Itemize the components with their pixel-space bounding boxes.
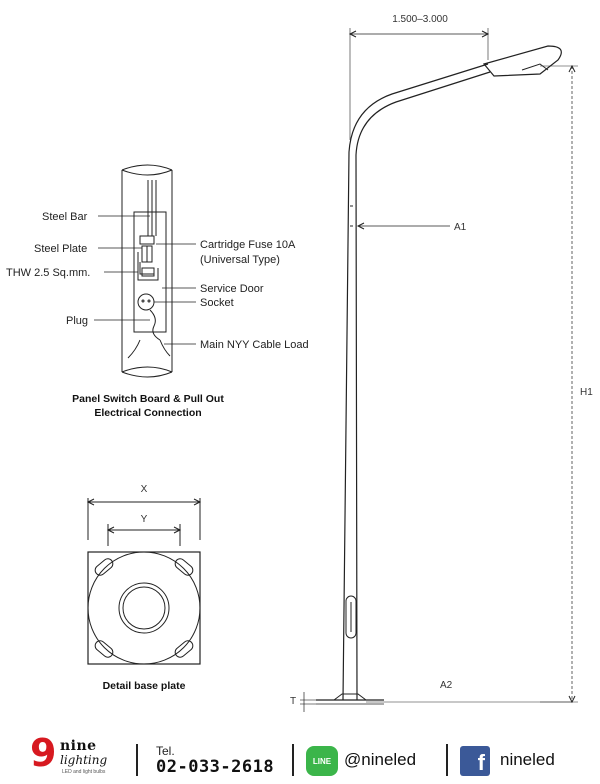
- label-cable: Main NYY Cable Load: [200, 339, 309, 351]
- street-light-pole: [300, 28, 578, 712]
- footer-separator: [446, 744, 448, 776]
- technical-drawing: Steel Bar Steel Plate THW 2.5 Sq.mm. Plu…: [6, 14, 593, 712]
- label-socket: Socket: [200, 297, 234, 309]
- facebook-handle[interactable]: nineled: [500, 750, 555, 769]
- label-universal-type: (Universal Type): [200, 254, 280, 266]
- footer-separator: [292, 744, 294, 776]
- label-thw: THW 2.5 Sq.mm.: [6, 267, 90, 279]
- tel-label: Tel.: [156, 744, 175, 758]
- label-steel-plate: Steel Plate: [34, 243, 87, 255]
- logo-word: nine: [60, 738, 97, 754]
- panel-caption-line1: Panel Switch Board & Pull Out: [72, 393, 224, 405]
- line-icon[interactable]: LINE: [306, 746, 338, 776]
- footer-separator: [136, 744, 138, 776]
- panel-leader-lines: [94, 215, 196, 345]
- logo-nine-mark: 9: [30, 731, 57, 775]
- dim-h1: H1: [580, 387, 593, 398]
- label-plug: Plug: [66, 315, 88, 327]
- dim-arm-length: 1.500–3.000: [392, 14, 448, 25]
- dim-a2: A2: [440, 680, 453, 691]
- dim-x: X: [141, 484, 148, 495]
- logo-word-lighting: lighting: [60, 753, 108, 767]
- label-service-door: Service Door: [200, 283, 264, 295]
- panel-switch-board-detail: [121, 164, 173, 378]
- logo-tagline: LED and light bulbs: [62, 769, 106, 775]
- dim-y: Y: [141, 514, 148, 525]
- facebook-icon[interactable]: f: [460, 746, 490, 776]
- base-plate-caption: Detail base plate: [103, 680, 186, 692]
- panel-caption-line2: Electrical Connection: [94, 407, 201, 419]
- dim-t: T: [290, 696, 296, 707]
- line-handle[interactable]: @nineled: [344, 750, 417, 769]
- label-steel-bar: Steel Bar: [42, 211, 88, 223]
- label-cartridge-fuse: Cartridge Fuse 10A: [200, 239, 296, 251]
- dim-a1: A1: [454, 222, 467, 233]
- base-plate-detail: [86, 498, 202, 665]
- tel-number[interactable]: 02-033-2618: [156, 757, 275, 777]
